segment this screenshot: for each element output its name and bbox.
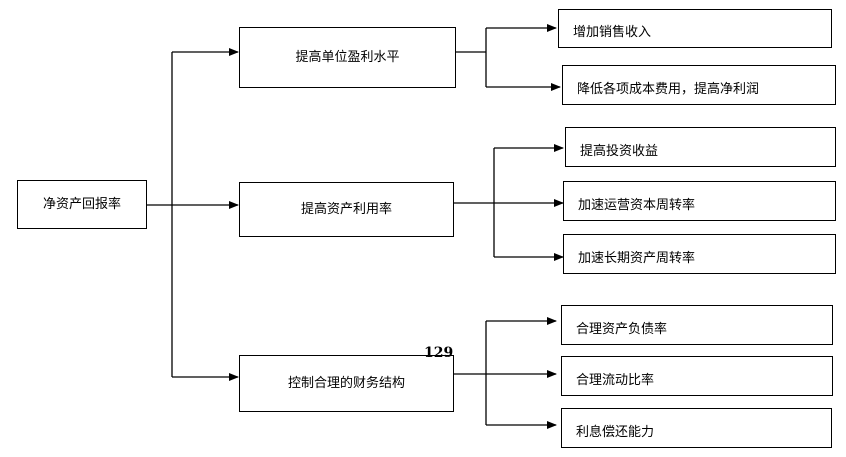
leaf-label: 加速运营资本周转率: [578, 198, 696, 213]
leaf-label: 降低各项成本费用，提高净利润: [577, 82, 760, 97]
branch-label: 提高资产利用率: [300, 202, 392, 217]
root-label: 净资产回报率: [42, 197, 121, 212]
branch-label: 控制合理的财务结构: [287, 376, 405, 391]
leaf-label: 合理流动比率: [576, 373, 655, 388]
leaf-node-investment-return: 提高投资收益: [565, 127, 836, 167]
leaf-label: 利息偿还能力: [576, 425, 655, 440]
page-number: 129: [424, 345, 454, 361]
branch-node-financial-structure: 控制合理的财务结构: [239, 355, 454, 412]
leaf-node-working-capital-turnover: 加速运营资本周转率: [563, 181, 836, 221]
branch-node-asset-utilization: 提高资产利用率: [239, 182, 454, 237]
leaf-node-reduce-costs: 降低各项成本费用，提高净利润: [562, 65, 836, 105]
leaf-node-interest-coverage: 利息偿还能力: [561, 408, 832, 448]
branch-node-profitability: 提高单位盈利水平: [239, 27, 456, 88]
leaf-node-long-term-asset-turnover: 加速长期资产周转率: [563, 234, 836, 274]
leaf-label: 加速长期资产周转率: [578, 251, 696, 266]
leaf-node-increase-revenue: 增加销售收入: [558, 9, 832, 48]
leaf-label: 提高投资收益: [580, 144, 659, 159]
root-node: 净资产回报率: [17, 180, 147, 229]
leaf-node-current-ratio: 合理流动比率: [561, 356, 833, 396]
leaf-node-debt-ratio: 合理资产负债率: [561, 305, 833, 345]
branch-label: 提高单位盈利水平: [295, 50, 400, 65]
leaf-label: 合理资产负债率: [576, 322, 668, 337]
leaf-label: 增加销售收入: [573, 25, 652, 40]
